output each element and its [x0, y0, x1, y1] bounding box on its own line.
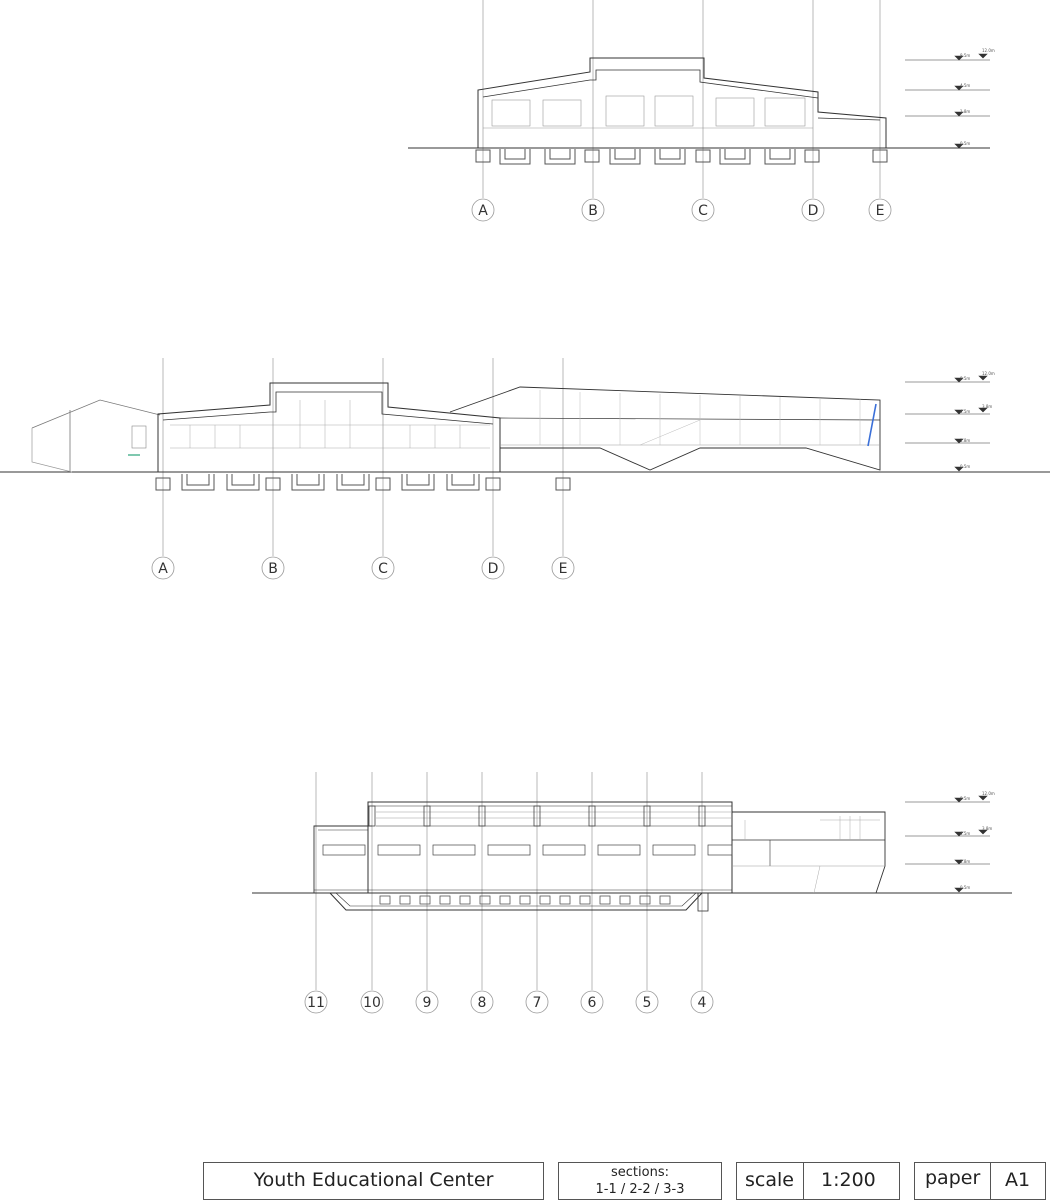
level-markers: [905, 375, 990, 472]
level-label: 0.5m: [960, 141, 970, 146]
svg-text:A: A: [478, 203, 488, 219]
gridlines: [162, 358, 564, 556]
cantilever-volume: [732, 811, 886, 894]
foundation: [475, 149, 888, 165]
level-markers: [905, 795, 990, 893]
level-label: 4.5m: [960, 831, 970, 836]
level-label: 8.5m: [960, 376, 970, 381]
svg-text:10: 10: [363, 995, 381, 1011]
section-2-2-labels: 12.0m 8.5m 3.8m 4.5m 1.8m 0.5m: [960, 371, 995, 469]
gridlines: [315, 772, 703, 990]
window-bands: [322, 844, 733, 856]
project-title: Youth Educational Center: [253, 1169, 494, 1191]
paper-label: paper: [925, 1167, 981, 1189]
grid-bubble-C: C: [371, 556, 395, 580]
svg-text:A: A: [158, 561, 168, 577]
building-outline: [367, 801, 733, 893]
level-label: 12.0m: [982, 791, 995, 796]
svg-text:E: E: [876, 203, 885, 219]
svg-text:C: C: [378, 561, 388, 577]
svg-text:E: E: [559, 561, 568, 577]
level-label: 1.8m: [960, 859, 970, 864]
level-label: 3.8m: [982, 404, 992, 409]
building-outline: [477, 57, 887, 148]
grid-bubble-B: B: [581, 198, 605, 222]
svg-text:9: 9: [423, 995, 432, 1011]
svg-text:B: B: [588, 203, 598, 219]
svg-text:C: C: [698, 203, 708, 219]
grid-bubble-10: 10: [360, 990, 384, 1014]
level-label: 0.5m: [960, 464, 970, 469]
grid-bubble-C: C: [691, 198, 715, 222]
svg-text:11: 11: [307, 995, 325, 1011]
level-label: 1.8m: [960, 438, 970, 443]
svg-text:D: D: [488, 561, 499, 577]
titleblock-scale: scale 1:200: [736, 1162, 900, 1200]
scale-label: scale: [745, 1169, 794, 1191]
level-markers: [905, 53, 990, 149]
level-label: 12.0m: [982, 48, 995, 53]
titleblock-paper: paper A1: [914, 1162, 1046, 1200]
scale-value: 1:200: [821, 1169, 876, 1191]
adjacent-building: [31, 399, 161, 429]
grid-bubble-4: 4: [690, 990, 714, 1014]
basement: [329, 892, 703, 911]
titleblock-project: Youth Educational Center: [203, 1162, 544, 1200]
svg-text:4: 4: [698, 995, 707, 1011]
sections-label: sections:: [611, 1165, 669, 1180]
foundation: [155, 474, 571, 491]
grid-bubble-B: B: [261, 556, 285, 580]
paper-divider: [990, 1163, 991, 1199]
section-2-2-grid-bubbles: A B C D E: [151, 556, 575, 580]
grid-bubble-7: 7: [525, 990, 549, 1014]
building-outline: [157, 382, 501, 472]
section-1-1: [408, 0, 990, 198]
level-label: 12.0m: [982, 371, 995, 376]
level-label: 4.5m: [960, 409, 970, 414]
svg-text:B: B: [268, 561, 278, 577]
section-3-3-grid-bubbles: 11 10 9 8 7 6 5 4: [304, 990, 714, 1014]
grid-bubble-A: A: [471, 198, 495, 222]
level-label: 4.5m: [960, 83, 970, 88]
grid-bubble-11: 11: [304, 990, 328, 1014]
gridlines: [482, 0, 881, 198]
scale-divider: [803, 1163, 804, 1199]
grid-bubble-9: 9: [415, 990, 439, 1014]
level-label: 8.5m: [960, 796, 970, 801]
section-2-2: [0, 358, 1050, 556]
svg-text:D: D: [808, 203, 819, 219]
level-label: 0.5m: [960, 885, 970, 890]
section-1-1-labels: 12.0m 8.5m 4.5m 1.8m 0.5m: [960, 48, 995, 146]
section-3-3-labels: 12.0m 8.5m 3.8m 4.5m 1.8m 0.5m: [960, 791, 995, 890]
titleblock-sections: sections: 1-1 / 2-2 / 3-3: [558, 1162, 722, 1200]
level-label: 8.5m: [960, 53, 970, 58]
sections-value: 1-1 / 2-2 / 3-3: [595, 1182, 685, 1197]
section-1-1-grid-bubbles: A B C D E: [471, 198, 892, 222]
grid-bubble-D: D: [801, 198, 825, 222]
grid-bubble-A: A: [151, 556, 175, 580]
level-label: 1.8m: [960, 109, 970, 114]
grid-bubble-8: 8: [470, 990, 494, 1014]
svg-text:8: 8: [478, 995, 487, 1011]
grid-bubble-D: D: [481, 556, 505, 580]
grid-bubble-E: E: [551, 556, 575, 580]
svg-text:7: 7: [533, 995, 542, 1011]
grid-bubble-5: 5: [635, 990, 659, 1014]
cantilever-volume: [449, 386, 881, 471]
clerestory: [376, 811, 732, 819]
svg-text:6: 6: [588, 995, 597, 1011]
svg-text:5: 5: [643, 995, 652, 1011]
level-label: 3.8m: [982, 826, 992, 831]
grid-bubble-E: E: [868, 198, 892, 222]
paper-value: A1: [1005, 1169, 1031, 1191]
section-3-3: [252, 772, 1012, 990]
grid-bubble-6: 6: [580, 990, 604, 1014]
